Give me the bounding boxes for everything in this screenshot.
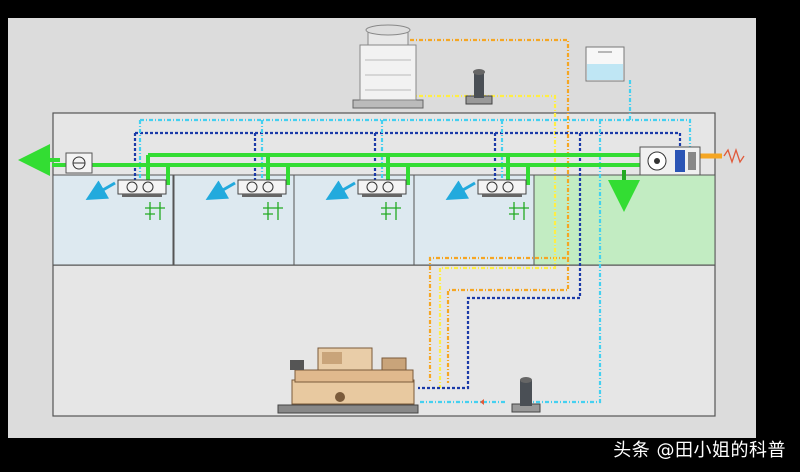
return-air-icon: [509, 202, 529, 220]
return-air-icon: [145, 202, 165, 220]
return-air-icon: [263, 202, 283, 220]
airflow-arrow: [445, 180, 476, 201]
fan-coil-icon: [357, 179, 407, 197]
watermark-text: 头条 @田小姐的科普: [613, 440, 786, 461]
condenser-return-pipe: [410, 94, 557, 388]
fan-coil-units: [117, 179, 527, 197]
airflow-arrow: [325, 180, 356, 201]
check-valve-icon: [480, 399, 484, 405]
expansion-tank-icon: [585, 46, 625, 82]
room-row: [52, 174, 716, 266]
return-air-symbols: [145, 202, 529, 220]
fan-coil-icon: [237, 179, 287, 197]
air-handler-icon: [639, 146, 701, 176]
room-airflow-arrows: [85, 180, 476, 201]
pump-icon: [465, 69, 493, 105]
airflow-arrow: [85, 180, 116, 201]
room-1: [52, 174, 174, 266]
airflow-arrow: [205, 180, 236, 201]
chiller-icon: [277, 347, 419, 414]
outdoor-air-squiggle: [723, 147, 745, 165]
cooling-tower-icon: [352, 24, 424, 109]
exhaust-fan-icon: [65, 152, 93, 174]
fan-coil-icon: [117, 179, 167, 197]
condenser-water-pipe: [410, 38, 570, 383]
fan-coil-icon: [477, 179, 527, 197]
supply-air-duct: [52, 153, 640, 185]
return-air-icon: [381, 202, 401, 220]
chilled-water-pump-icon: [511, 377, 541, 413]
